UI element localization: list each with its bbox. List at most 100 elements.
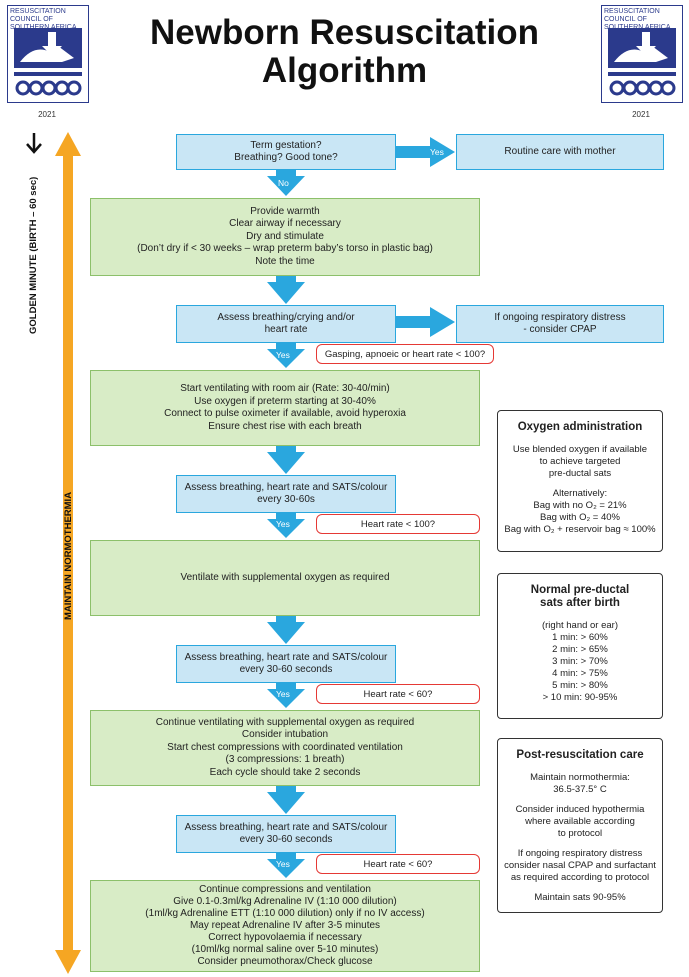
text-line: Bag with O₂ + reservoir bag ≈ 100% bbox=[504, 524, 656, 535]
cpap-box: If ongoing respiratory distress- conside… bbox=[456, 305, 664, 343]
year-left: 2021 bbox=[38, 110, 56, 119]
text-line: sats after birth bbox=[540, 597, 620, 609]
text-line: Bag with O₂ = 40% bbox=[540, 512, 620, 523]
text-line: May repeat Adrenaline IV after 3-5 minut… bbox=[189, 920, 381, 931]
text-line: 1 min: > 60% bbox=[552, 632, 608, 643]
text-line: If ongoing respiratory distress bbox=[517, 848, 643, 859]
supplemental-oxygen-box: Ventilate with supplemental oxygen as re… bbox=[90, 540, 480, 616]
assess-sats-box-3: Assess breathing, heart rate and SATS/co… bbox=[176, 815, 396, 853]
text-line: (3 compressions: 1 breath) bbox=[225, 754, 345, 766]
text-line: every 30-60 seconds bbox=[239, 664, 333, 675]
text-line: to protocol bbox=[557, 828, 603, 839]
text-line: Use blended oxygen if available bbox=[512, 444, 648, 455]
text-line: 3 min: > 70% bbox=[552, 656, 608, 667]
text-line: Each cycle should take 2 seconds bbox=[209, 766, 361, 778]
hr-lt-60-condition-2: Heart rate < 60? bbox=[316, 854, 480, 874]
logo-emblem-icon bbox=[608, 28, 676, 96]
routine-care-box: Routine care with mother bbox=[456, 134, 664, 170]
text-line: Clear airway if necessary bbox=[229, 218, 341, 230]
golden-minute-arrow-icon bbox=[26, 133, 42, 154]
text-line: Give 0.1-0.3ml/kg Adrenaline IV (1:10 00… bbox=[173, 896, 397, 907]
oxygen-administration-panel: Oxygen administration Use blended oxygen… bbox=[497, 410, 663, 552]
text-line: Dry and stimulate bbox=[246, 230, 324, 242]
hr-lt-60-condition-1: Heart rate < 60? bbox=[316, 684, 480, 704]
text-line: Heart rate < 60? bbox=[363, 858, 433, 870]
post-resuscitation-panel: Post-resuscitation care Maintain normoth… bbox=[497, 738, 663, 913]
arrow-down-7 bbox=[267, 683, 305, 708]
title-line-2: Algorithm bbox=[261, 51, 428, 90]
arrow-down-6 bbox=[267, 616, 305, 644]
text-line: Continue compressions and ventilation bbox=[199, 884, 371, 895]
yes-label-3: Yes bbox=[276, 689, 290, 699]
text-line: (1ml/kg Adrenaline ETT (1:10 000 dilutio… bbox=[145, 908, 425, 919]
text-line: Gasping, apnoeic or heart rate < 100? bbox=[324, 348, 486, 360]
text-line: Consider induced hypothermia bbox=[515, 804, 645, 815]
post-panel-title: Post-resuscitation care bbox=[516, 749, 644, 761]
text-line: Assess breathing/crying and/or bbox=[217, 312, 355, 323]
arrow-down-3 bbox=[267, 343, 305, 368]
golden-minute-label: GOLDEN MINUTE (BIRTH – 60 sec) bbox=[28, 176, 39, 334]
text-line: every 30-60 seconds bbox=[239, 834, 333, 845]
adrenaline-box: Continue compressions and ventilation Gi… bbox=[90, 880, 480, 972]
text-line: Correct hypovolaemia if necessary bbox=[208, 932, 362, 943]
text-line: - consider CPAP bbox=[523, 324, 597, 335]
text-line: (right hand or ear) bbox=[541, 620, 619, 631]
no-label-1: No bbox=[278, 178, 289, 188]
logo-emblem-icon bbox=[14, 28, 82, 96]
text-line: Assess breathing, heart rate and SATS/co… bbox=[184, 822, 388, 833]
text-line: Use oxygen if preterm starting at 30-40% bbox=[194, 395, 376, 407]
gasping-condition: Gasping, apnoeic or heart rate < 100? bbox=[316, 344, 494, 364]
title-line-1: Newborn Resuscitation bbox=[150, 13, 539, 52]
hr-lt-100-condition: Heart rate < 100? bbox=[316, 514, 480, 534]
arrow-down-1 bbox=[267, 170, 305, 196]
text-line: pre-ductal sats bbox=[548, 468, 612, 479]
text-line: Assess breathing, heart rate and SATS/co… bbox=[184, 652, 388, 663]
text-line: 4 min: > 75% bbox=[552, 668, 608, 679]
text-line: Ensure chest rise with each breath bbox=[208, 420, 362, 432]
text-line: Maintain sats 90-95% bbox=[534, 892, 626, 903]
text-line: Alternatively: bbox=[552, 488, 608, 499]
routine-care-text: Routine care with mother bbox=[504, 146, 616, 157]
text-line: If ongoing respiratory distress bbox=[494, 312, 626, 323]
text-line: (Don’t dry if < 30 weeks – wrap preterm … bbox=[137, 243, 433, 255]
text-line: Start chest compressions with coordinate… bbox=[167, 741, 403, 753]
text-line: > 10 min: 90-95% bbox=[542, 692, 618, 703]
text-line: Heart rate < 100? bbox=[360, 518, 436, 530]
oxygen-panel-title: Oxygen administration bbox=[517, 421, 643, 433]
text-line: Maintain normothermia: bbox=[530, 772, 630, 783]
text-line: Heart rate < 60? bbox=[363, 688, 433, 700]
text-line: Note the time bbox=[255, 255, 315, 267]
assess-sats-box-2: Assess breathing, heart rate and SATS/co… bbox=[176, 645, 396, 683]
arrow-right-cpap bbox=[396, 307, 455, 337]
logo-text: Resuscitation Council of Southern Africa bbox=[604, 8, 671, 31]
text-line: Breathing? Good tone? bbox=[234, 152, 338, 163]
text-line: Normal pre-ductal bbox=[530, 584, 630, 596]
text-line: Provide warmth bbox=[250, 205, 320, 217]
initial-steps-box: Provide warmth Clear airway if necessary… bbox=[90, 198, 480, 276]
text-line: Start ventilating with room air (Rate: 3… bbox=[180, 383, 390, 394]
arrow-down-9 bbox=[267, 853, 305, 878]
text-line: as required according to protocol bbox=[510, 872, 650, 883]
assess-sats-box-1: Assess breathing, heart rate and SATS/co… bbox=[176, 475, 396, 513]
text-line: 5 min: > 80% bbox=[552, 680, 608, 691]
text-line: every 30-60s bbox=[257, 494, 315, 505]
text-line: Connect to pulse oximeter if available, … bbox=[164, 408, 406, 419]
question-term-gestation: Term gestation?Breathing? Good tone? bbox=[176, 134, 396, 170]
rcsa-logo-right: Resuscitation Council of Southern Africa bbox=[601, 5, 683, 103]
logo-text: Resuscitation Council of Southern Africa bbox=[10, 8, 77, 31]
text-line: 36.5-37.5° C bbox=[553, 784, 607, 795]
text-line: where available according bbox=[525, 816, 635, 827]
text-line: 2 min: > 65% bbox=[552, 644, 608, 655]
text-line: Ventilate with supplemental oxygen as re… bbox=[180, 571, 390, 583]
arrow-down-5 bbox=[267, 513, 305, 538]
text-line: consider nasal CPAP and surfactant bbox=[504, 860, 656, 871]
text-line: Continue ventilating with supplemental o… bbox=[155, 716, 415, 728]
arrow-right-routine bbox=[396, 137, 455, 167]
yes-label-4: Yes bbox=[276, 859, 290, 869]
chest-compressions-box: Continue ventilating with supplemental o… bbox=[90, 710, 480, 786]
arrow-down-2 bbox=[267, 276, 305, 304]
